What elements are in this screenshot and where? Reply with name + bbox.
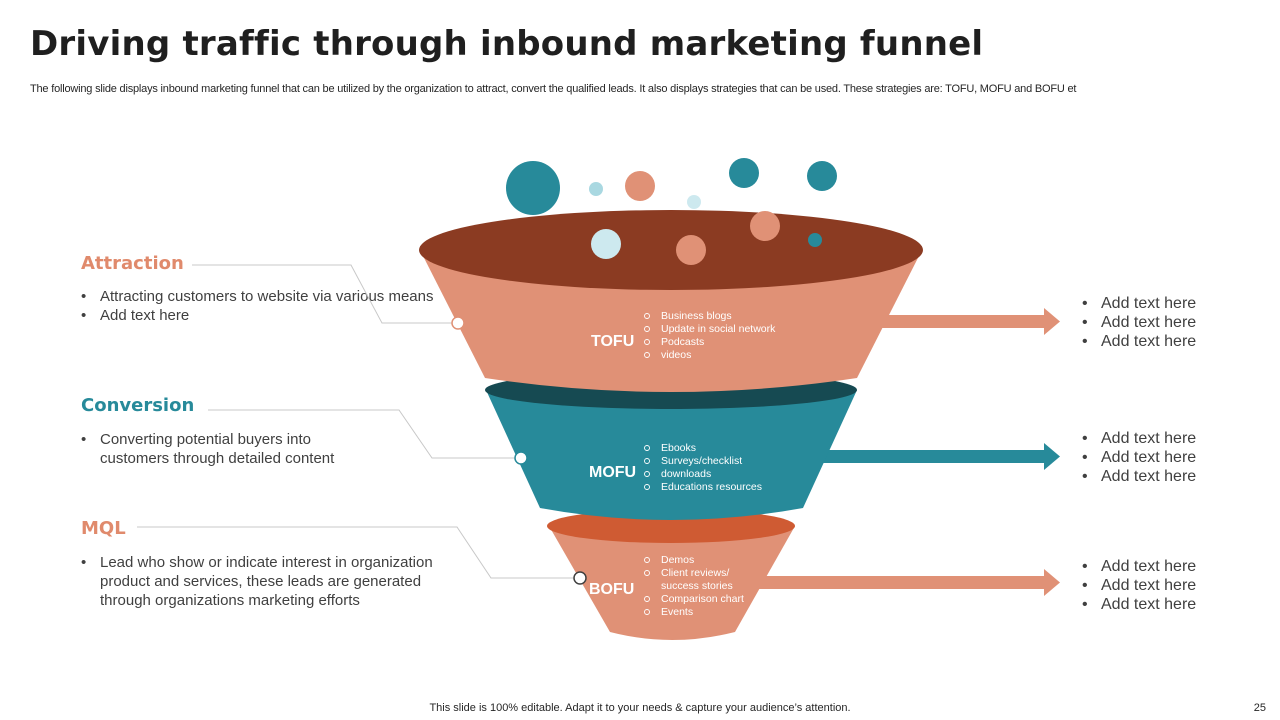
bubble [750,211,780,241]
connector-dot-attraction [451,316,465,330]
bubble [506,161,560,215]
list-item: Add text here [1082,576,1196,595]
bullet-icon [644,471,650,477]
mofu-segment [486,390,857,520]
list-item: Educations resources [661,481,762,493]
list-item: Add text here [1082,313,1196,332]
list-item: Attracting customers to website via vari… [81,287,461,306]
list-item: Add text here [1082,429,1196,448]
bullet-icon [644,313,650,319]
list-item: Add text here [81,306,461,325]
list-item: Converting potential buyers into custome… [81,430,381,468]
list-item: Surveys/checklist [661,455,742,467]
list-item: Add text here [1082,448,1196,467]
mofu-output-list: Add text here Add text here Add text her… [1082,429,1196,486]
bofu-rim [547,509,795,543]
bofu-label: BOFU [589,581,634,598]
attraction-bullets: Attracting customers to website via vari… [81,287,461,325]
bofu-output-list: Add text here Add text here Add text her… [1082,557,1196,614]
connector-line-mql [137,526,580,579]
connector-line-attraction [192,264,458,324]
list-item: success stories [661,580,733,592]
bubble [591,229,621,259]
conversion-bullets: Converting potential buyers into custome… [81,430,381,468]
stage-title-attraction: Attraction [81,253,184,274]
mofu-items: Ebooks Surveys/checklist downloads Educa… [644,442,762,493]
bullet-icon [644,570,650,576]
list-item: videos [661,349,691,361]
bullet-icon [644,596,650,602]
list-item: Update in social network [661,323,776,335]
bubble [808,233,822,247]
list-item: Lead who show or indicate interest in or… [81,553,471,610]
bubble [729,158,759,188]
stage-title-mql: MQL [81,518,126,539]
arrow-tofu [880,308,1060,335]
list-item: Add text here [1082,294,1196,313]
list-item: downloads [661,468,711,480]
bullet-icon [644,557,650,563]
connector-line-conversion [208,409,521,459]
bubble [676,235,706,265]
arrow-bofu [735,569,1060,596]
page-number: 25 [1253,702,1266,714]
mofu-label: MOFU [589,464,636,481]
list-item: Demos [661,554,694,566]
bofu-segment [549,526,795,640]
bubble [625,171,655,201]
list-item: Add text here [1082,332,1196,351]
connector-dot-conversion [514,451,528,465]
tofu-items: Business blogs Update in social network … [644,310,776,361]
tofu-segment [420,250,922,392]
list-item: Add text here [1082,595,1196,614]
bullet-icon [644,352,650,358]
page-title: Driving traffic through inbound marketin… [30,24,984,64]
page-subtitle: The following slide displays inbound mar… [30,83,1077,95]
bullet-icon [644,339,650,345]
list-item: Comparison chart [661,593,744,605]
tofu-label: TOFU [591,333,634,350]
list-item: Podcasts [661,336,704,348]
bubble [687,195,701,209]
list-item: Client reviews/ [661,567,729,579]
bullet-icon [644,484,650,490]
stage-title-conversion: Conversion [81,395,195,416]
tofu-output-list: Add text here Add text here Add text her… [1082,294,1196,351]
tofu-rim [419,210,923,290]
bubble [589,182,603,196]
bullet-icon [644,458,650,464]
mql-bullets: Lead who show or indicate interest in or… [81,553,471,610]
list-item: Business blogs [661,310,732,322]
bubble [807,161,837,191]
footer-note: This slide is 100% editable. Adapt it to… [429,702,851,714]
bubbles [506,158,837,265]
list-item: Ebooks [661,442,696,454]
bullet-icon [644,445,650,451]
bullet-icon [644,326,650,332]
list-item: Events [661,606,693,618]
bofu-items: Demos Client reviews/ success stories Co… [644,554,744,618]
connector-dot-mql [573,571,587,585]
bullet-icon [644,609,650,615]
arrow-mofu [815,443,1060,470]
list-item: Add text here [1082,467,1196,486]
list-item: Add text here [1082,557,1196,576]
